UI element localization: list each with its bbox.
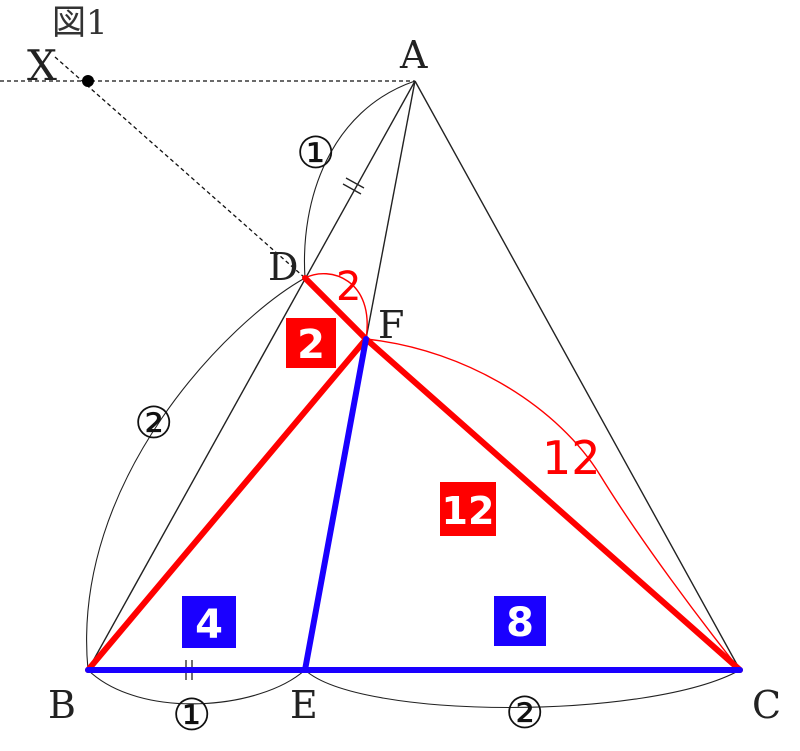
area-label-bfe: 4 [195, 602, 223, 648]
tick-ad-1 [345, 177, 365, 189]
edge-af [365, 80, 416, 340]
red-line-bf [85, 336, 369, 673]
edge-ab [87, 80, 416, 671]
arc-ec [304, 669, 741, 709]
point-label-f: F [378, 303, 404, 347]
area-box-fec [440, 482, 496, 536]
point-label-d: D [268, 245, 298, 289]
point-label-b: B [48, 683, 76, 727]
ratio-label-db: ② [134, 398, 173, 449]
ratio-label-be: ① [172, 690, 211, 741]
tick-ad-2 [342, 183, 362, 195]
arc-be [87, 669, 306, 705]
point-label-e: E [290, 683, 318, 727]
arc-fc-red [365, 338, 741, 671]
blue-line-fe [302, 336, 369, 673]
point-x-dot [82, 75, 94, 87]
red-line-df [302, 275, 369, 342]
red-line-fc [363, 336, 743, 673]
point-label-a: A [399, 33, 428, 77]
area-box-bdf [286, 318, 336, 368]
area-label-bdf: 2 [297, 322, 325, 368]
length-label-fc: 12 [542, 431, 601, 485]
area-box-fec-blue [494, 596, 546, 646]
arc-ad [303, 80, 416, 279]
ratio-label-ec: ② [505, 688, 544, 739]
point-label-c: C [752, 683, 781, 727]
area-box-bfe [182, 596, 236, 648]
arc-db [86, 277, 306, 671]
point-label-x: X [27, 41, 57, 90]
area-label-fec: 12 [442, 489, 495, 533]
arc-df-red [304, 273, 368, 340]
ratio-label-ad: ① [296, 128, 335, 179]
length-label-df: 2 [336, 264, 361, 310]
edge-ac [414, 80, 741, 671]
area-label-fec-blue: 8 [506, 600, 534, 646]
figure-label: 図1 [52, 3, 108, 43]
